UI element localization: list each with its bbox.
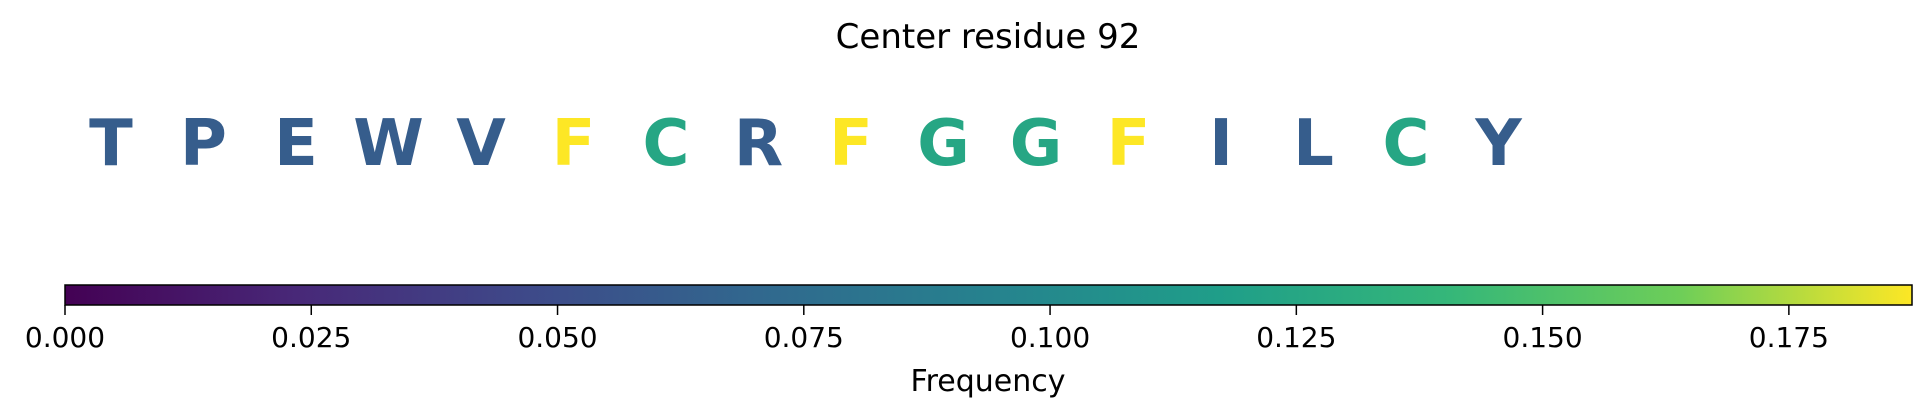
colorbar-tick-label: 0.150 [1503,321,1583,354]
residue-letter: F [552,107,596,181]
colorbar-ticks: 0.000 0.025 0.050 0.075 0.100 0.125 0.150 0.175 [25,305,1829,354]
colorbar-tick-label: 0.025 [271,321,351,354]
residue-letter: Y [1474,107,1522,181]
residue-letter: W [353,107,424,181]
chart-title: Center residue 92 [836,17,1141,57]
residue-letter: G [917,107,970,181]
residue-letter: V [456,107,506,181]
residue-letter: T [89,107,133,181]
residue-letter: R [734,107,783,181]
colorbar-tick-label: 0.000 [25,321,105,354]
residue-letter: L [1293,107,1334,181]
residue-letter: I [1209,107,1233,181]
residue-letter: F [829,107,873,181]
colorbar-label: Frequency [911,364,1066,399]
residue-letter: G [1010,107,1063,181]
colorbar-tick-label: 0.050 [517,321,597,354]
residue-letter: P [180,107,227,181]
residue-letter: C [643,107,690,181]
residue-letter: F [1107,107,1151,181]
colorbar-gradient [64,284,1913,306]
colorbar: 0.000 0.025 0.050 0.075 0.100 0.125 0.150 0.175… [25,284,1913,399]
residue-letter: C [1383,107,1430,181]
residue-letter: E [274,107,318,181]
colorbar-tick-label: 0.125 [1256,321,1336,354]
colorbar-tick-label: 0.075 [764,321,844,354]
colorbar-tick-label: 0.100 [1010,321,1090,354]
colorbar-tick-label: 0.175 [1749,321,1829,354]
